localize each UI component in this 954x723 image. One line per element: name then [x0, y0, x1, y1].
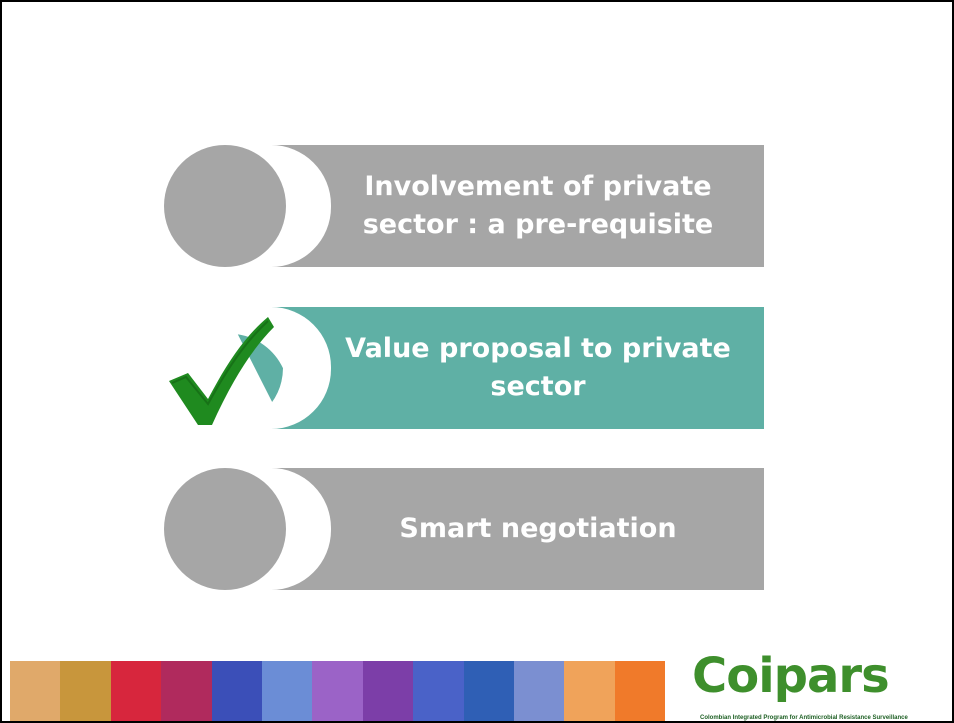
step-box: Value proposal to private sector: [271, 307, 764, 429]
step-circle: [164, 468, 286, 590]
coipars-logo: Coipars Colombian Integrated Program for…: [692, 647, 952, 721]
step-label: Value proposal to private sector: [345, 333, 731, 402]
step-box: Smart negotiation: [271, 468, 764, 590]
logo-tagline: Colombian Integrated Program for Antimic…: [700, 715, 908, 721]
step-box: Involvement of private sector : a pre-re…: [271, 145, 764, 267]
animal-banner-image: [10, 661, 666, 721]
step-label: Involvement of private sector : a pre-re…: [362, 171, 714, 240]
step-circle: [164, 145, 286, 267]
step-label: Smart negotiation: [399, 513, 677, 544]
checkmark-icon: [164, 307, 294, 429]
logo-wordmark: Coipars: [692, 648, 890, 704]
